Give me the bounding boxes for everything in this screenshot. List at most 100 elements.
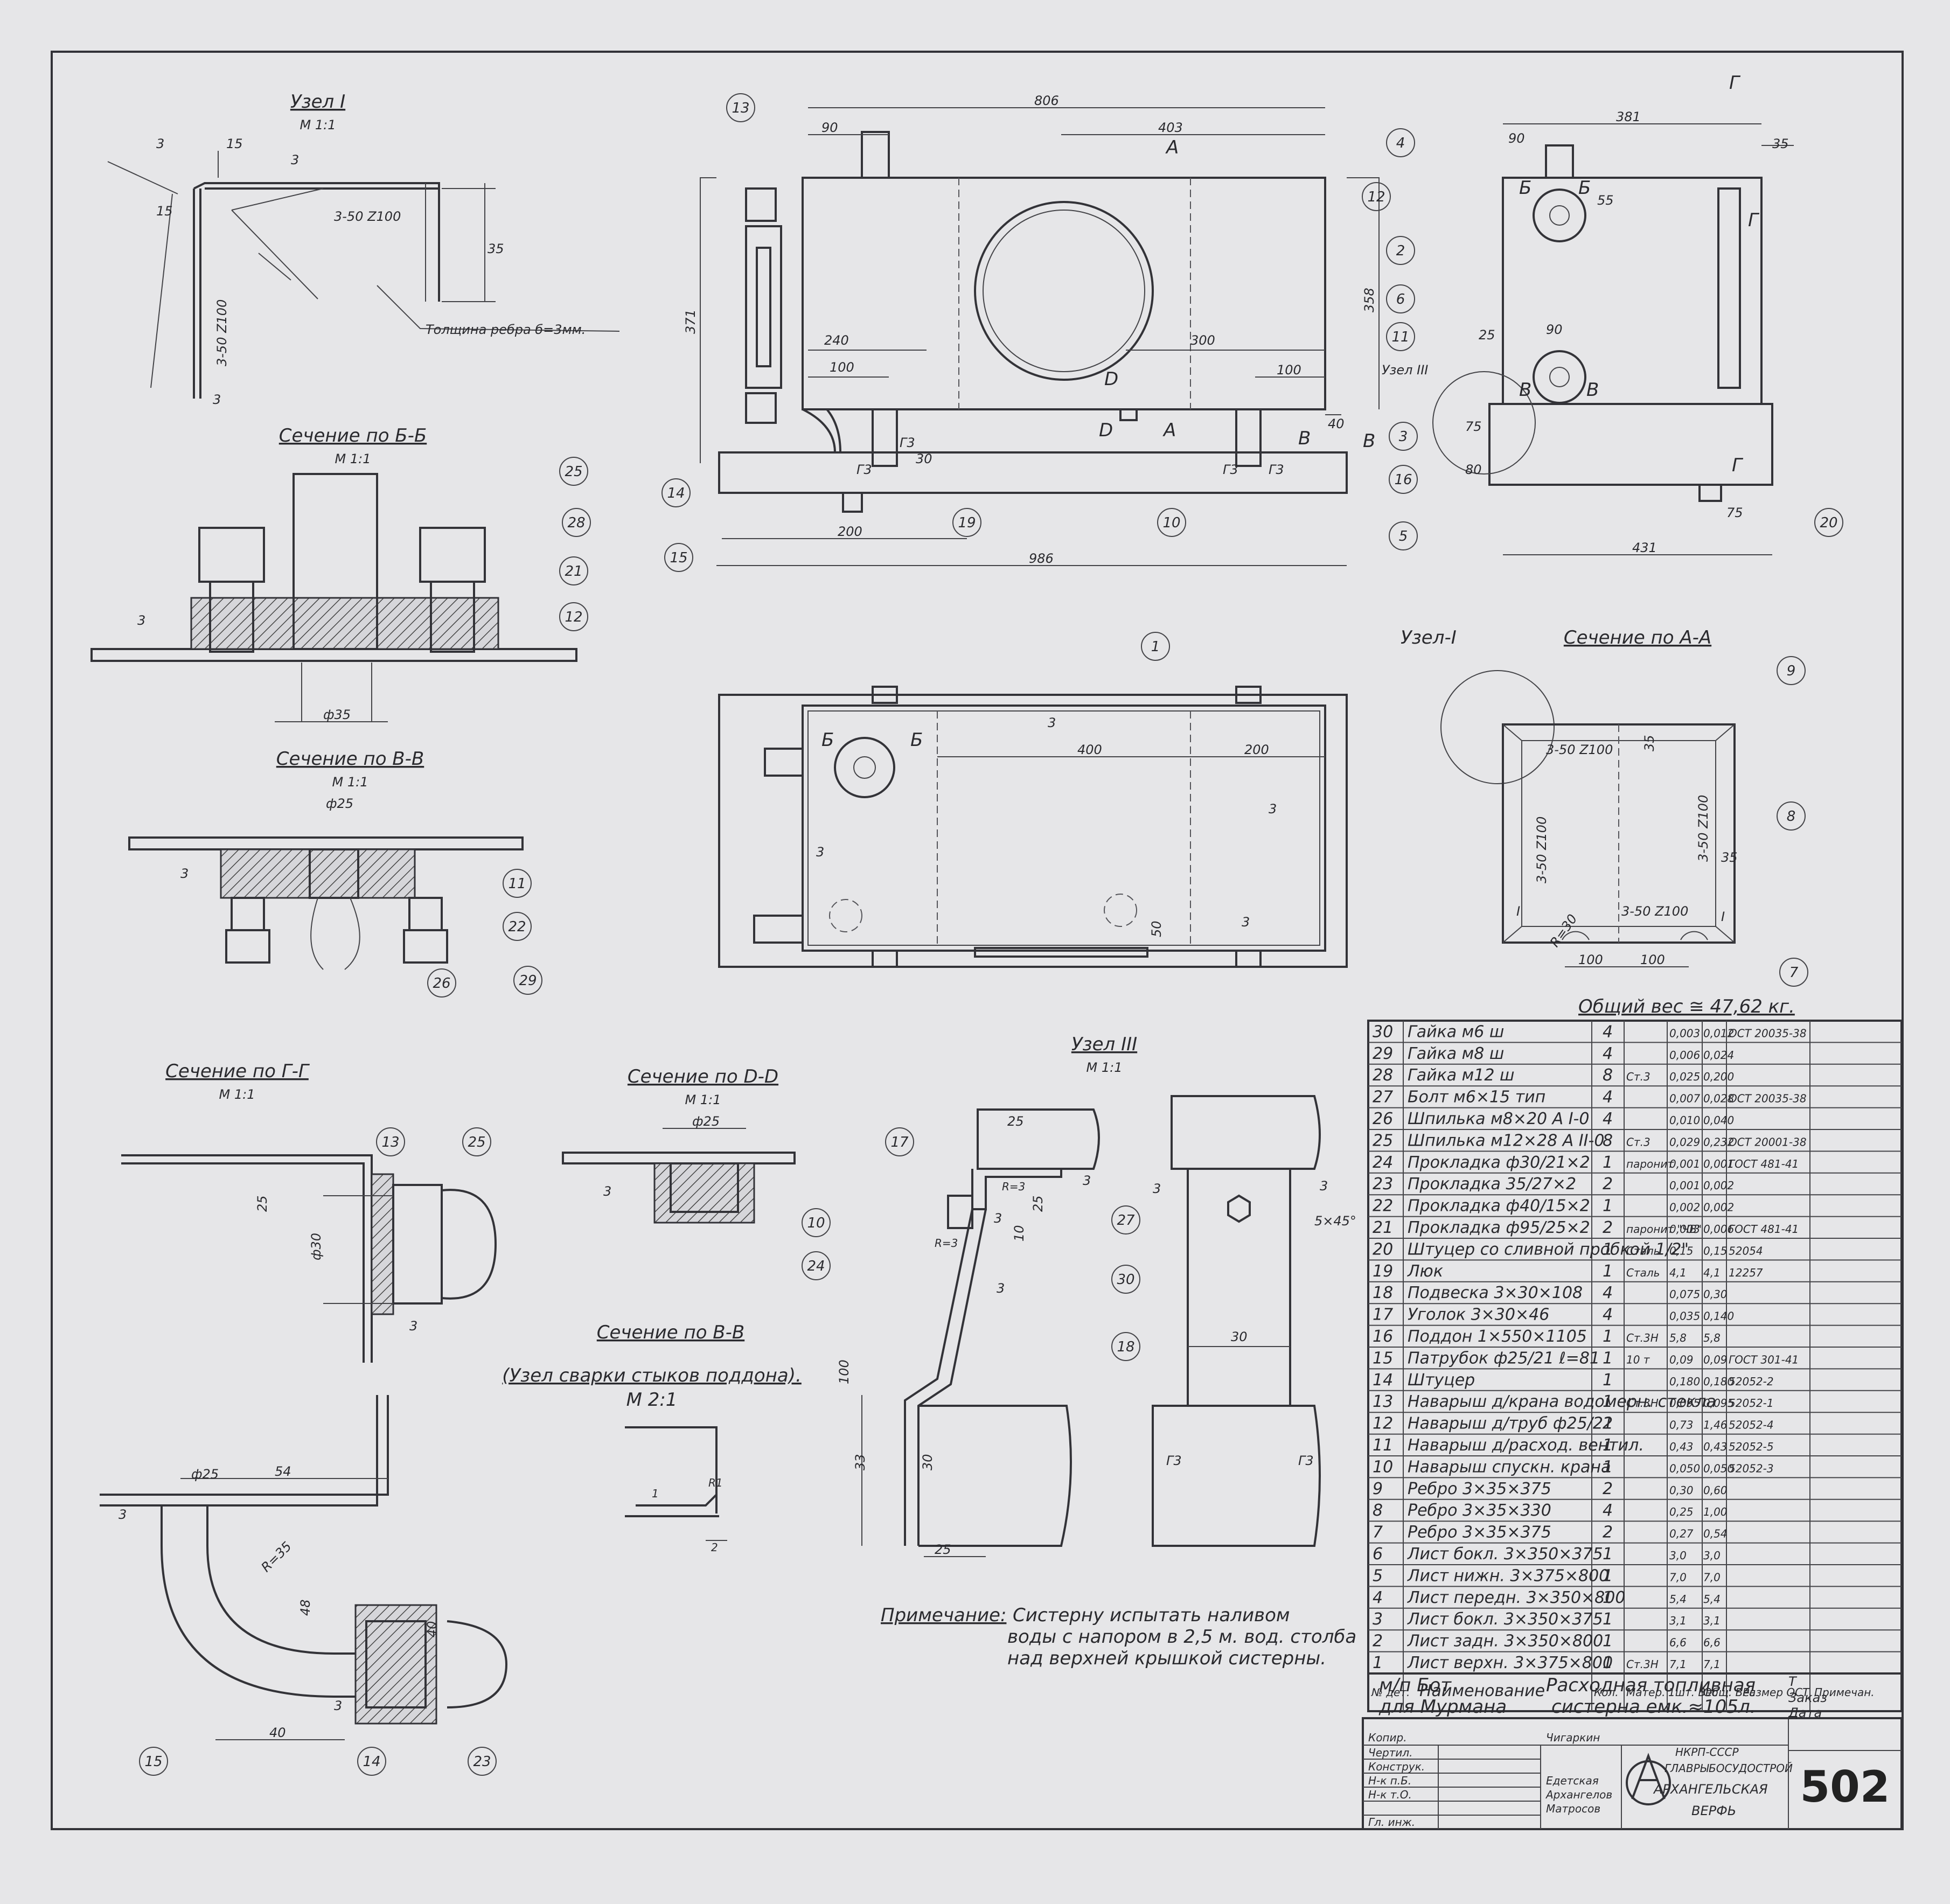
dim-label: R1 — [708, 1476, 723, 1489]
table-cell: 0,028 — [1703, 1092, 1734, 1105]
balloon-number: 20 — [1820, 515, 1837, 531]
table-cell: 0,54 — [1703, 1528, 1728, 1540]
table-cell: ОСТ 20035-38 — [1729, 1092, 1807, 1105]
dim-label: Г3 — [1223, 462, 1238, 477]
table-cell: Ст.3 — [1626, 1070, 1650, 1083]
table-cell: Сталь — [1626, 1244, 1660, 1257]
cut-label: Б — [821, 729, 834, 751]
table-cell: 0,095 — [1703, 1397, 1734, 1410]
part-balloon: 21 — [559, 556, 588, 585]
table-cell: Поддон 1×550×1105 — [1408, 1327, 1587, 1346]
table-cell: 0,035 — [1669, 1310, 1700, 1323]
balloon-circle — [1389, 465, 1418, 494]
table-cell: 0,095 — [1669, 1397, 1700, 1410]
table-cell: Гайка м6 ш — [1408, 1022, 1504, 1041]
weld-label: 3 — [409, 1319, 417, 1334]
dim-label: 35 — [488, 241, 504, 256]
view-scale: М 1:1 — [300, 117, 336, 132]
table-cell: 0,27 — [1669, 1528, 1694, 1540]
weld-label: 3 — [180, 866, 189, 881]
table-cell: 4,1 — [1703, 1266, 1721, 1279]
part-balloon: 6 — [1386, 284, 1415, 313]
balloon-circle — [503, 912, 532, 941]
table-cell: 7,1 — [1703, 1658, 1721, 1671]
table-cell: 5 — [1373, 1566, 1383, 1585]
balloon-number: 2 — [1396, 243, 1405, 259]
balloon-circle — [802, 1251, 831, 1280]
table-cell: 12257 — [1729, 1266, 1763, 1279]
table-cell: 0,001 — [1669, 1179, 1700, 1192]
table-cell: Шпилька м12×28 А II-0 — [1408, 1131, 1604, 1150]
table-cell: 20 — [1373, 1240, 1393, 1259]
balloon-number: 25 — [468, 1134, 485, 1150]
table-cell: 0,007 — [1669, 1092, 1701, 1105]
table-cell: 0,09 — [1703, 1353, 1728, 1366]
part-balloon: 28 — [562, 508, 591, 537]
table-cell: 7,1 — [1669, 1658, 1687, 1671]
org-line: ГЛАВРЫБОСУДОСТРОЙ — [1665, 1762, 1793, 1775]
table-cell: 2 — [1603, 1175, 1613, 1194]
view-scale: М 2:1 — [626, 1389, 678, 1411]
dim-label: 3 — [1242, 915, 1250, 930]
view-section-vv-weld: Сечение по В-В (Узел сварки стыков поддо… — [502, 1322, 802, 1554]
view-title: Сечение по Г-Г — [165, 1061, 310, 1082]
table-cell: 16 — [1373, 1327, 1393, 1346]
role-label: Гл. инж. — [1368, 1816, 1415, 1829]
balloon-circle — [376, 1127, 405, 1156]
table-cell: ГОСТ 481-41 — [1729, 1223, 1799, 1236]
table-cell: 1 — [1603, 1197, 1613, 1216]
table-cell: 0,003 — [1669, 1223, 1700, 1236]
dim-label: 25 — [255, 1195, 270, 1212]
dim-label: 30 — [916, 451, 932, 466]
dim-label: Г3 — [1269, 462, 1284, 477]
dim-label: 25 — [935, 1542, 951, 1557]
table-cell: 0,200 — [1703, 1070, 1734, 1083]
table-cell: 0,09 — [1669, 1353, 1694, 1366]
table-cell: Лист нижн. 3×375×800 — [1407, 1566, 1609, 1585]
table-cell: 7 — [1373, 1523, 1383, 1542]
table-cell: 52052-2 — [1729, 1375, 1774, 1388]
view-title: Сечение по В-В — [597, 1322, 744, 1343]
table-cell: 0,30 — [1703, 1288, 1728, 1301]
balloon-circle — [664, 543, 693, 572]
dim-label: 33 — [853, 1454, 868, 1470]
org-line: НКРП-СССР — [1675, 1746, 1739, 1759]
table-cell: 0,25 — [1669, 1505, 1694, 1518]
balloon-number: 24 — [807, 1258, 825, 1274]
table-cell: 15 — [1373, 1349, 1393, 1368]
table-cell: 3,0 — [1703, 1549, 1721, 1562]
balloon-circle — [468, 1747, 497, 1776]
table-cell: 52052-3 — [1729, 1462, 1774, 1475]
note-line: Систерну испытать наливом — [1013, 1605, 1290, 1626]
view-section-bb: Сечение по Б-Б М 1:1 ф35 3 — [90, 425, 577, 722]
table-cell: 0,60 — [1703, 1484, 1728, 1497]
dim-label: R=3 — [1002, 1180, 1025, 1193]
table-cell: Ст.3Н — [1626, 1658, 1659, 1671]
cut-label: В — [1519, 379, 1531, 401]
dim-label: I — [1516, 904, 1520, 919]
signature: Матросов — [1546, 1802, 1600, 1815]
table-cell: 5,8 — [1669, 1331, 1687, 1344]
view-scale: М 1:1 — [1087, 1060, 1123, 1075]
table-cell: Прокладка ф30/21×2 — [1408, 1153, 1590, 1172]
table-cell: 1 — [1603, 1240, 1613, 1259]
view-side: 381 90 35 55 25 90 75 80 75 431 Б Б В В … — [1382, 72, 1794, 555]
weld-label: 3 — [119, 1507, 127, 1522]
table-cell: Лист передн. 3×350×800 — [1407, 1588, 1625, 1607]
weld-label: 3 — [334, 1698, 342, 1713]
weld-label: 3 — [603, 1184, 611, 1199]
part-balloon: 18 — [1111, 1332, 1140, 1361]
table-cell: 30 — [1373, 1022, 1393, 1041]
view-elbow: 54 ф25 R=35 48 40 40 3 3 — [100, 1395, 508, 1740]
